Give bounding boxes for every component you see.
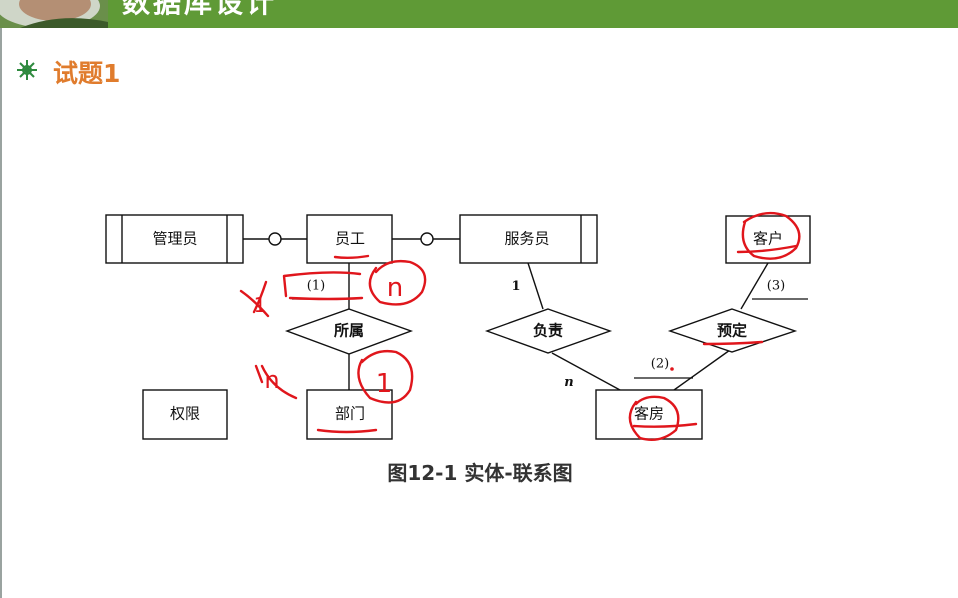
entity-permission: 权限 <box>142 389 228 440</box>
annotation-underline-reserve <box>702 340 764 346</box>
annotation-circle-n <box>368 259 427 306</box>
link-customer-reserve <box>740 262 769 310</box>
link-responsible-room <box>551 352 621 391</box>
entity-manager-label: 管理员 <box>152 230 197 248</box>
relationship-responsible-label: 负责 <box>533 322 563 340</box>
left-border <box>0 28 2 598</box>
handwritten-annotations: n 1 1 n <box>239 211 801 441</box>
annotation-dot <box>670 367 674 371</box>
relationship-belongs: 所属 <box>284 308 414 355</box>
header-title: 数据库设计 <box>122 0 278 19</box>
flower-bullet-icon <box>15 58 39 82</box>
entity-service-staff: 服务员 <box>459 214 598 264</box>
entity-department-label: 部门 <box>335 405 365 423</box>
link-service-responsible <box>527 262 544 310</box>
blank-3: (3) <box>752 279 808 300</box>
blank-1: (1) <box>292 279 345 300</box>
annotation-underline-employee <box>333 254 370 259</box>
entity-manager: 管理员 <box>105 214 244 264</box>
handwritten-one-right: 1 <box>376 369 393 399</box>
annotation-circle-room <box>628 395 680 441</box>
subtype-circle-left <box>268 232 282 246</box>
handwritten-n-left: n <box>264 366 279 394</box>
entity-customer: 客户 <box>725 215 811 264</box>
cardinality-n: n <box>564 375 573 390</box>
annotation-underline-dept <box>316 428 378 434</box>
entity-employee-label: 员工 <box>335 230 365 248</box>
annotation-underline-room <box>632 422 698 428</box>
annotation-box-stroke <box>282 271 364 301</box>
relationship-reserve-label: 预定 <box>717 322 747 340</box>
blank-3-label: (3) <box>767 279 785 294</box>
annotation-underline-customer <box>736 244 798 254</box>
subtype-circle-right <box>420 232 434 246</box>
annotation-x-mark <box>239 280 270 318</box>
entity-permission-label: 权限 <box>170 405 200 423</box>
entity-customer-label: 客户 <box>753 230 783 248</box>
section-title: 试题1 <box>53 59 121 88</box>
annotation-n-stroke <box>254 364 298 400</box>
cardinality-one: 1 <box>511 279 520 294</box>
blank-2-label: (2) <box>651 357 669 372</box>
relationship-reserve: 预定 <box>667 308 798 353</box>
link-reserve-room <box>673 349 731 391</box>
header-bar <box>0 0 958 28</box>
annotation-circle-one <box>357 349 414 404</box>
entity-service-staff-label: 服务员 <box>504 230 549 248</box>
handwritten-one-left: 1 <box>254 293 267 317</box>
handwritten-n-top: n <box>387 273 403 303</box>
blank-1-label: (1) <box>307 279 325 294</box>
blank-2: (2) <box>634 357 693 379</box>
presenter-avatar <box>0 0 108 28</box>
entity-room-label: 客房 <box>634 405 664 423</box>
entity-employee: 员工 <box>306 214 393 264</box>
relationship-belongs-label: 所属 <box>334 322 364 340</box>
figure-caption: 图12-1 实体-联系图 <box>387 461 572 485</box>
relationship-responsible: 负责 <box>484 308 613 354</box>
annotation-circle-customer <box>741 211 801 260</box>
